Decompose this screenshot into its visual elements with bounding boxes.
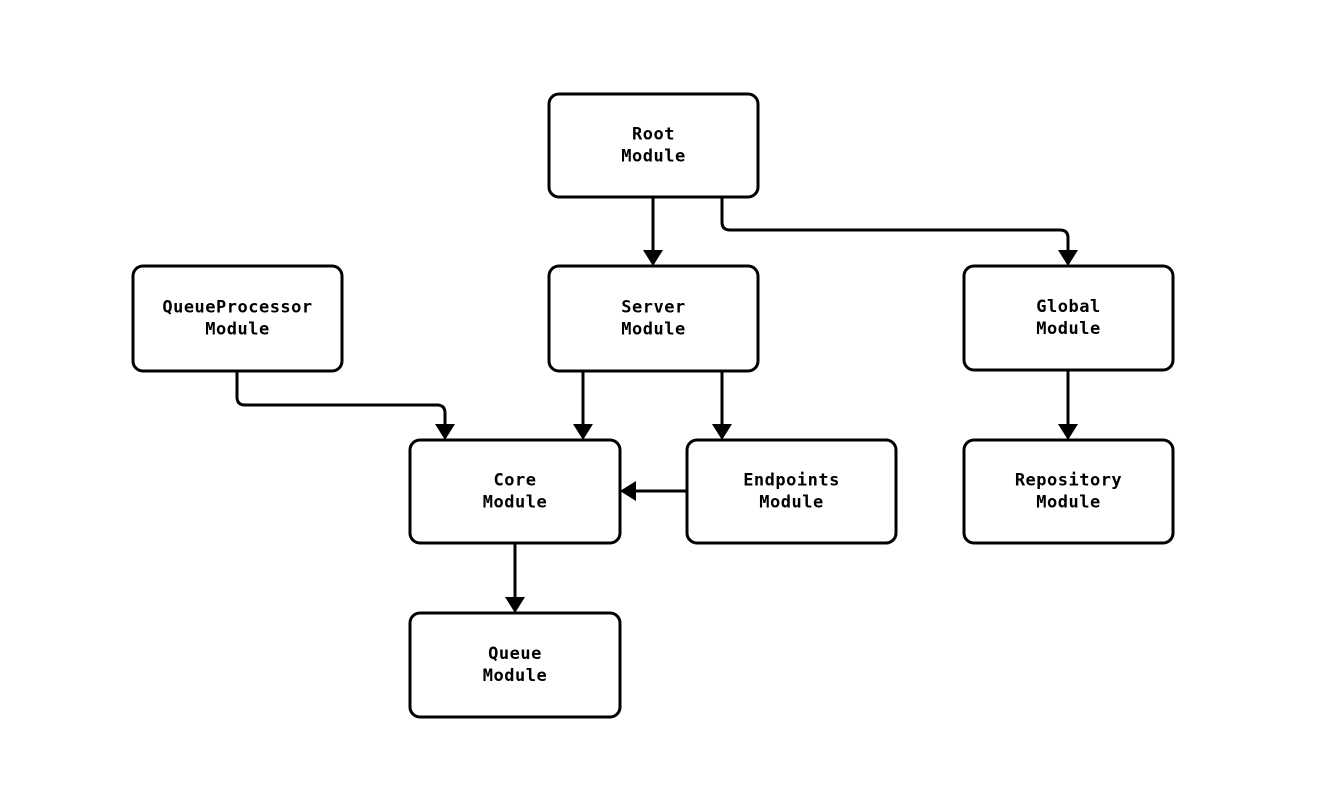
queueprocessor-module-node-sublabel: Module bbox=[205, 320, 269, 340]
edge-endpoints-to-core-arrowhead-icon bbox=[620, 481, 636, 501]
global-module-node-sublabel: Module bbox=[1036, 319, 1100, 339]
queueprocessor-module-node-box[interactable] bbox=[131, 264, 344, 373]
root-module-node-sublabel: Module bbox=[621, 147, 685, 167]
edge-root-to-server bbox=[643, 197, 663, 266]
edge-root-to-global bbox=[720, 197, 1078, 266]
global-module-node-box[interactable] bbox=[962, 264, 1175, 372]
edge-core-to-queue-arrowhead-icon bbox=[505, 597, 525, 613]
core-module-node-sublabel: Module bbox=[483, 493, 547, 513]
server-module-node-box[interactable] bbox=[547, 264, 760, 373]
edges-layer bbox=[235, 197, 1078, 613]
core-module-node-label: Core bbox=[494, 471, 537, 491]
nodes-layer: RootModuleQueueProcessorModuleServerModu… bbox=[131, 92, 1175, 719]
edge-server-to-endpoints bbox=[712, 371, 732, 440]
edge-queueprocessor-to-core bbox=[235, 371, 455, 440]
repository-module-node-sublabel: Module bbox=[1036, 493, 1100, 513]
endpoints-module-node-label: Endpoints bbox=[743, 471, 840, 491]
queueprocessor-module-node-label: QueueProcessor bbox=[162, 298, 312, 318]
endpoints-module-node-sublabel: Module bbox=[759, 493, 823, 513]
global-module-node-label: Global bbox=[1036, 297, 1100, 317]
edge-queueprocessor-to-core-arrowhead-icon bbox=[435, 424, 455, 440]
server-module-node-sublabel: Module bbox=[621, 320, 685, 340]
edge-server-to-core bbox=[573, 371, 593, 440]
edge-global-to-repository bbox=[1058, 370, 1078, 440]
queue-module-node-box[interactable] bbox=[408, 611, 622, 719]
edge-global-to-repository-arrowhead-icon bbox=[1058, 424, 1078, 440]
edge-root-to-server-arrowhead-icon bbox=[643, 250, 663, 266]
edge-endpoints-to-core bbox=[620, 481, 687, 501]
edge-server-to-core-arrowhead-icon bbox=[573, 424, 593, 440]
edge-queueprocessor-to-core-line bbox=[235, 371, 447, 424]
repository-module-node-label: Repository bbox=[1015, 471, 1122, 491]
server-module-node-label: Server bbox=[621, 298, 685, 318]
endpoints-module-node-box[interactable] bbox=[685, 438, 898, 545]
core-module-node-box[interactable] bbox=[408, 438, 622, 545]
edge-core-to-queue bbox=[505, 543, 525, 613]
queue-module-node-label: Queue bbox=[488, 644, 542, 664]
edge-root-to-global-arrowhead-icon bbox=[1058, 250, 1078, 266]
edge-root-to-global-line bbox=[720, 197, 1070, 250]
repository-module-node-box[interactable] bbox=[962, 438, 1175, 545]
root-module-node-box[interactable] bbox=[547, 92, 760, 199]
root-module-node-label: Root bbox=[632, 125, 675, 145]
edge-server-to-endpoints-arrowhead-icon bbox=[712, 424, 732, 440]
queue-module-node-sublabel: Module bbox=[483, 666, 547, 686]
